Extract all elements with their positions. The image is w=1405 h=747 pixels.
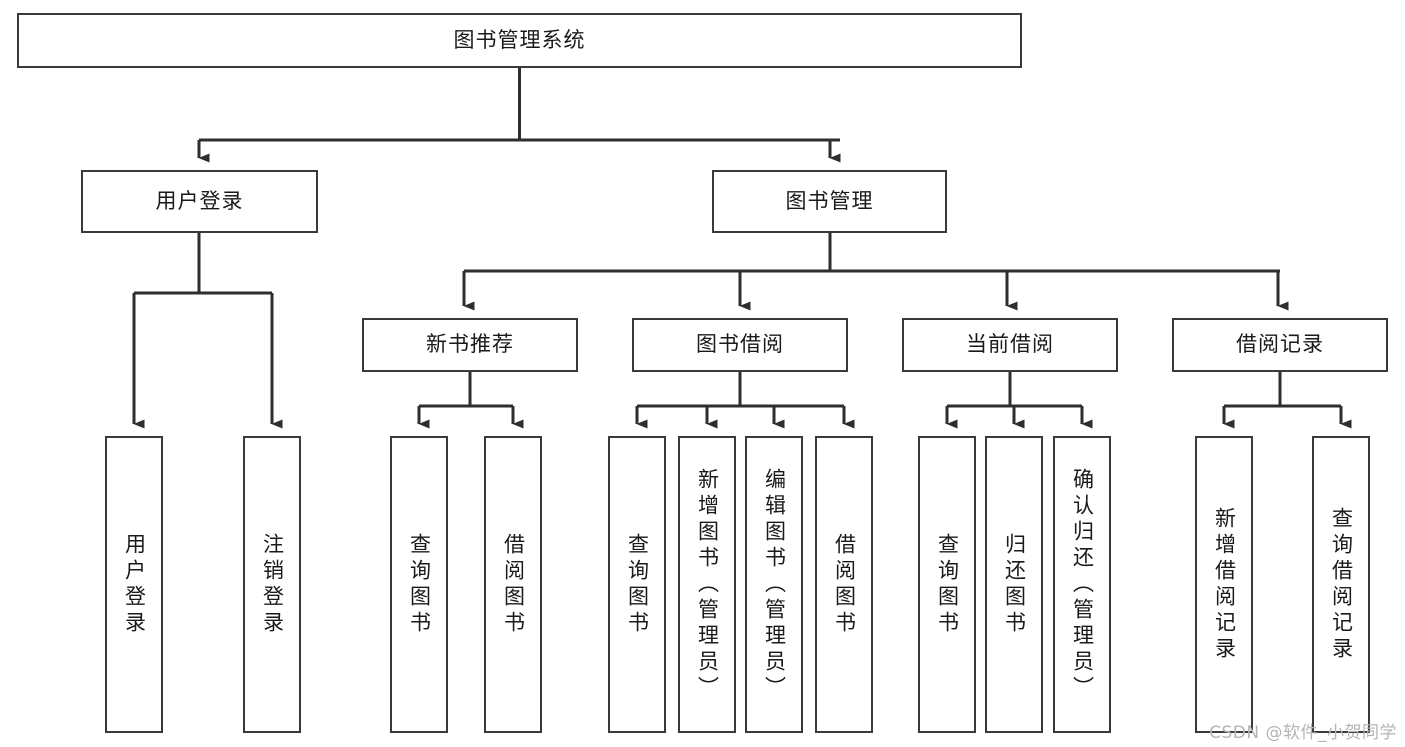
node-label: 用户登录 [122, 532, 147, 637]
node-label: 图书管理 [785, 188, 874, 213]
node-leaf-return-book[interactable]: 归还图书 [985, 436, 1043, 733]
node-leaf-borrow-book-recommend[interactable]: 借阅图书 [484, 436, 542, 733]
node-label: 新书推荐 [426, 332, 514, 357]
node-label: 查询图书 [625, 532, 650, 637]
node-label: 查询图书 [935, 532, 960, 637]
node-new-book-recommend[interactable]: 新书推荐 [362, 318, 578, 372]
node-leaf-add-borrow-record[interactable]: 新增借阅记录 [1195, 436, 1253, 733]
node-label: 图书借阅 [696, 332, 784, 357]
node-label: 查询借阅记录 [1329, 506, 1354, 663]
node-leaf-query-book-recommend[interactable]: 查询图书 [390, 436, 448, 733]
node-label: 注销登录 [260, 532, 285, 637]
node-borrow-record[interactable]: 借阅记录 [1172, 318, 1388, 372]
node-label: 确认归还（管理员） [1070, 467, 1095, 702]
node-user-login[interactable]: 用户登录 [81, 170, 318, 233]
node-current-borrow[interactable]: 当前借阅 [902, 318, 1118, 372]
node-leaf-query-book-borrow[interactable]: 查询图书 [608, 436, 666, 733]
node-label: 新增借阅记录 [1212, 506, 1237, 663]
node-label: 借阅记录 [1236, 332, 1324, 357]
node-leaf-add-book-admin[interactable]: 新增图书（管理员） [678, 436, 736, 733]
node-leaf-user-login[interactable]: 用户登录 [105, 436, 163, 733]
node-book-borrow[interactable]: 图书借阅 [632, 318, 848, 372]
node-leaf-confirm-return-admin[interactable]: 确认归还（管理员） [1053, 436, 1111, 733]
node-label: 编辑图书（管理员） [762, 467, 787, 702]
node-book-management[interactable]: 图书管理 [712, 170, 947, 233]
node-leaf-logout[interactable]: 注销登录 [243, 436, 301, 733]
csdn-watermark: CSDN @软件_小贺同学 [1209, 723, 1397, 743]
node-label: 归还图书 [1002, 532, 1027, 637]
node-label: 当前借阅 [966, 332, 1054, 357]
node-root-book-management-system[interactable]: 图书管理系统 [17, 13, 1022, 68]
node-label: 查询图书 [407, 532, 432, 637]
node-leaf-query-borrow-record[interactable]: 查询借阅记录 [1312, 436, 1370, 733]
node-label: 用户登录 [155, 188, 244, 213]
node-leaf-query-book-current[interactable]: 查询图书 [918, 436, 976, 733]
node-label: 借阅图书 [832, 532, 857, 637]
node-leaf-borrow-book[interactable]: 借阅图书 [815, 436, 873, 733]
node-label: 新增图书（管理员） [695, 467, 720, 702]
node-leaf-edit-book-admin[interactable]: 编辑图书（管理员） [745, 436, 803, 733]
node-label: 图书管理系统 [453, 27, 586, 52]
node-label: 借阅图书 [501, 532, 526, 637]
